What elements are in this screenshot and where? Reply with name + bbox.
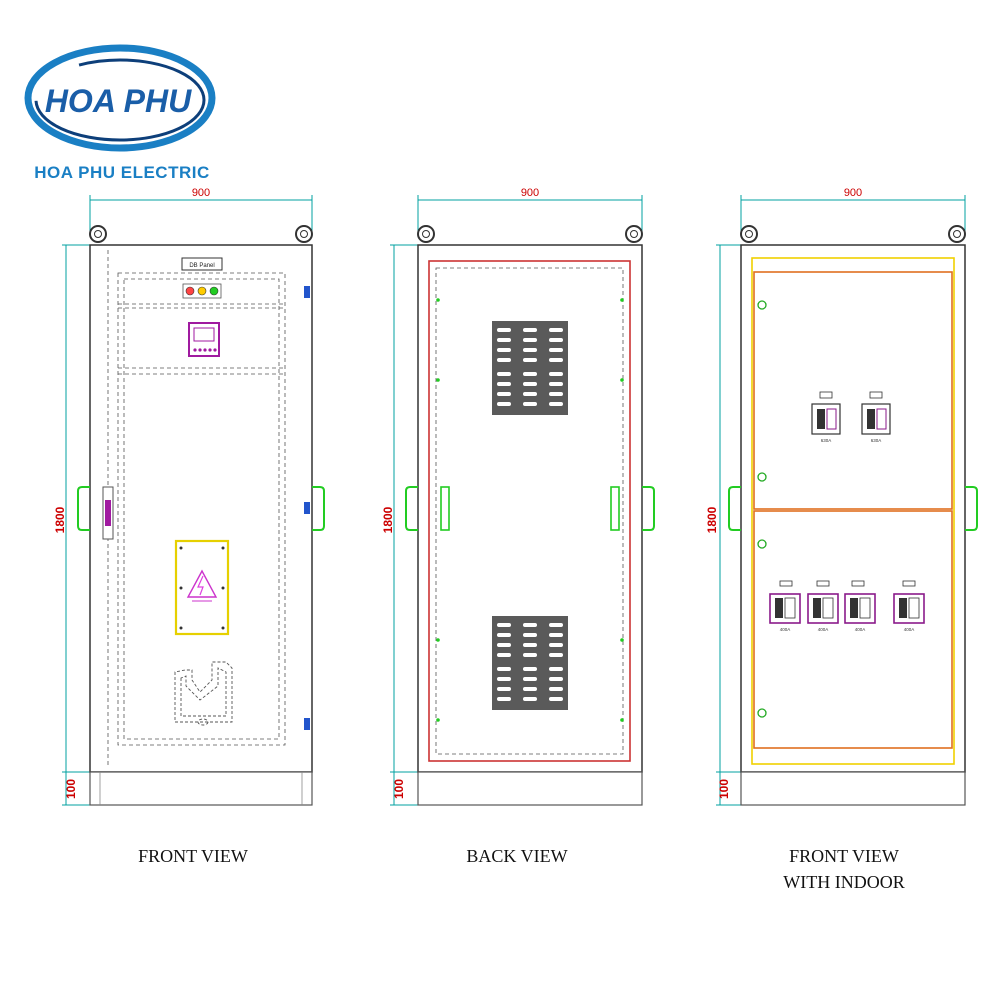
logo-swoosh-inner — [34, 58, 206, 142]
breaker-bottom-2: 400A — [807, 580, 839, 632]
dimension-width — [417, 195, 643, 235]
lifting-eye-left — [417, 225, 435, 243]
side-handle-left-icon — [728, 486, 741, 531]
warning-sign — [174, 539, 230, 636]
side-handle-left-icon — [77, 486, 90, 531]
breaker-rating: 630A — [821, 438, 832, 443]
breaker-rating: 400A — [818, 627, 829, 632]
dimension-height — [716, 244, 741, 806]
dimension-base-label: 100 — [717, 779, 731, 799]
breaker-rating: 400A — [780, 627, 791, 632]
lifting-eye-right — [625, 225, 643, 243]
breaker-top-1: 630A — [811, 391, 841, 443]
high-voltage-icon — [186, 569, 218, 598]
dimension-base-label: 100 — [64, 779, 78, 799]
vent-grille-top — [492, 321, 568, 415]
lifting-eye-left — [740, 225, 758, 243]
power-meter — [188, 322, 220, 357]
dimension-height — [390, 244, 418, 806]
company-logo: HOA PHU HOA PHU ELECTRIC — [24, 44, 216, 182]
breaker-bottom-4: 400A — [893, 580, 925, 632]
panel-name-plate-label: DB Panel — [189, 263, 214, 269]
dimension-width-label: 900 — [521, 187, 539, 199]
lifting-eye-right — [948, 225, 966, 243]
side-handle-right-icon — [965, 486, 978, 531]
inner-handle-left-icon — [440, 486, 450, 531]
cabinet-plinth — [89, 771, 313, 806]
logo-wordmark: HOA PHU — [45, 83, 192, 119]
breaker-rating: 400A — [855, 627, 866, 632]
lamp-red-icon — [185, 286, 195, 296]
back-panel-inner — [435, 267, 624, 755]
logo-swoosh-outer — [24, 44, 216, 152]
hinge-icon — [757, 300, 767, 718]
door-handle — [102, 486, 114, 540]
lifting-eye-left — [89, 225, 107, 243]
cable-entry-outline — [174, 661, 233, 726]
vent-grille-bottom — [492, 616, 568, 710]
view-caption-front: FRONT VIEW — [138, 846, 248, 866]
panel-name-plate — [181, 257, 223, 271]
view-back: 900 1800 100 — [381, 187, 655, 866]
door-lock-icon — [304, 286, 310, 730]
inner-handle-right-icon — [610, 486, 620, 531]
breaker-bottom-3: 400A — [844, 580, 876, 632]
dimension-height — [62, 244, 90, 806]
lamp-green-icon — [209, 286, 219, 296]
breaker-rating: 400A — [904, 627, 915, 632]
dimension-height-label: 1800 — [705, 506, 719, 533]
logo-company-name: HOA PHU ELECTRIC — [34, 163, 210, 182]
dimension-width-label: 900 — [192, 187, 210, 199]
dimension-width-label: 900 — [844, 187, 862, 199]
cabinet-plinth — [417, 771, 643, 806]
lower-compartment — [753, 510, 953, 749]
view-front-indoor: 900 1800 100 — [705, 187, 978, 892]
view-caption-indoor-line1: FRONT VIEW — [789, 846, 899, 866]
pilot-lamps — [182, 283, 222, 299]
dimension-width — [740, 195, 966, 235]
side-handle-right-icon — [642, 486, 655, 531]
view-front: 900 1800 100 — [53, 187, 325, 866]
dimension-height-label: 1800 — [53, 506, 67, 533]
breaker-bottom-1: 400A — [769, 580, 801, 632]
dimension-base-label: 100 — [392, 779, 406, 799]
lifting-eye-right — [295, 225, 313, 243]
mounting-frame — [751, 257, 955, 765]
lamp-yellow-icon — [197, 286, 207, 296]
cabinet-plinth — [740, 771, 966, 806]
upper-compartment — [753, 271, 953, 510]
panel-fixing-points — [436, 298, 624, 722]
dimension-height-label: 1800 — [381, 506, 395, 533]
back-panel-border — [428, 260, 631, 762]
breaker-rating: 630A — [871, 438, 882, 443]
door-inner-frame — [117, 272, 286, 746]
side-handle-left-icon — [405, 486, 418, 531]
breaker-top-2: 630A — [861, 391, 891, 443]
view-caption-back: BACK VIEW — [466, 846, 567, 866]
dimension-width — [89, 195, 313, 235]
view-caption-indoor-line2: WITH INDOOR — [783, 872, 904, 892]
side-handle-right-icon — [312, 486, 325, 531]
